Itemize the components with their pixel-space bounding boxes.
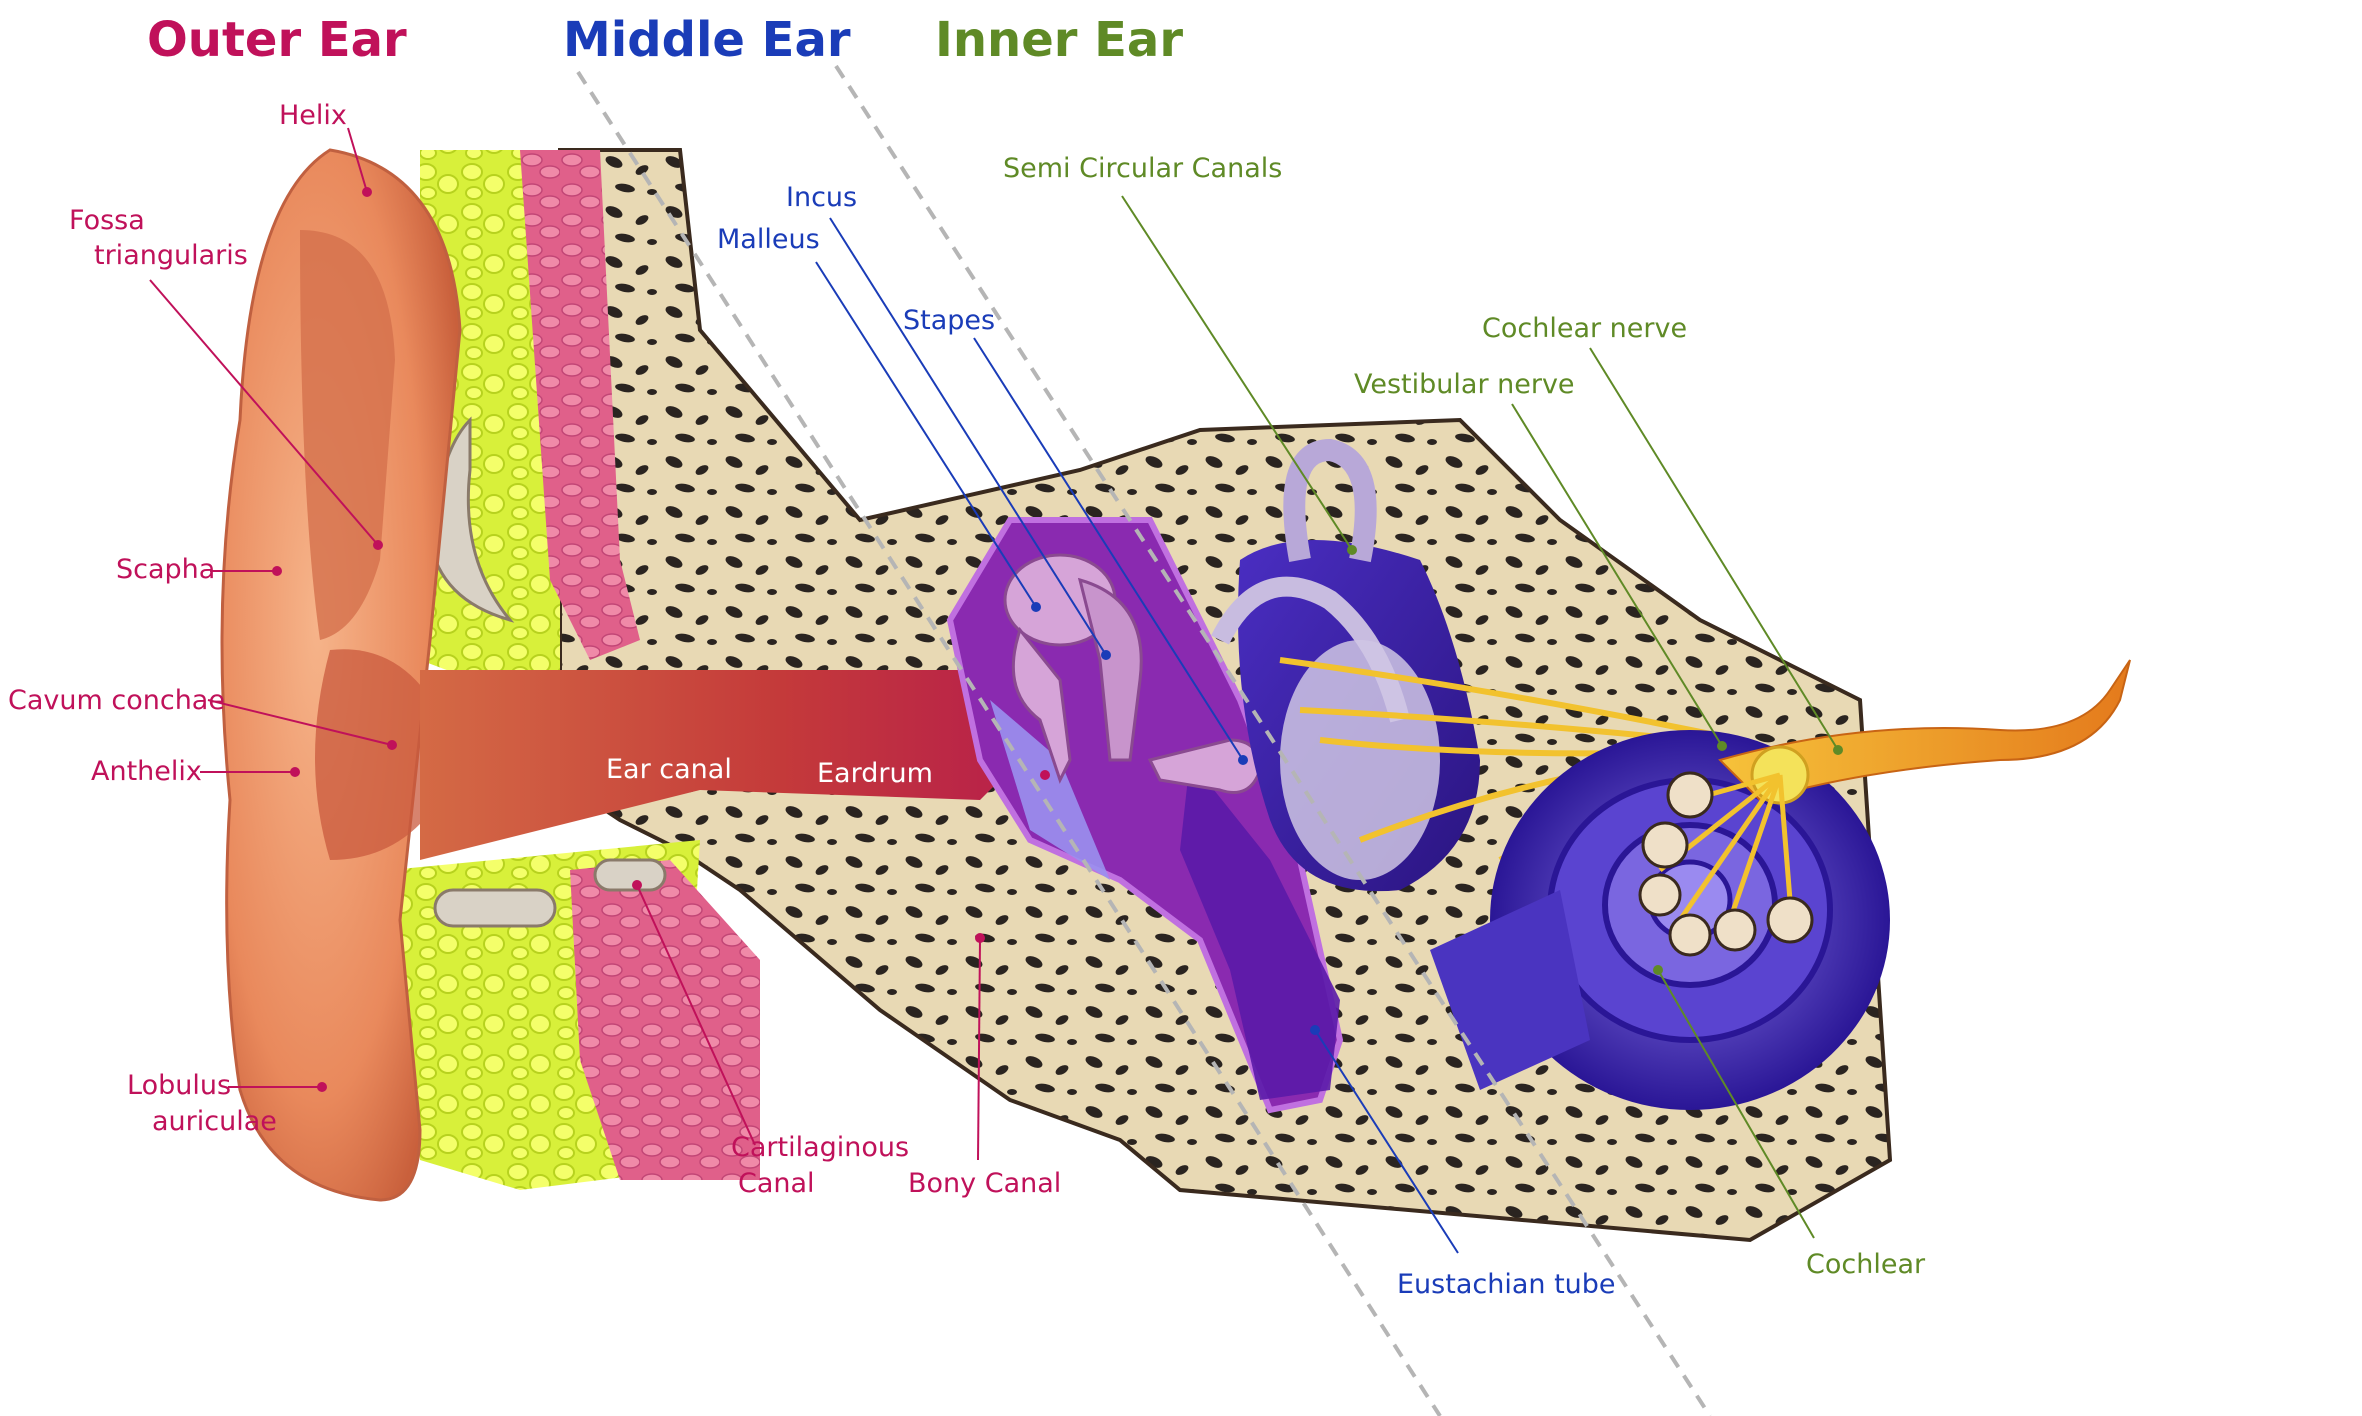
divider-middle-inner <box>834 64 1712 1416</box>
label-eardrum: Eardrum <box>817 758 933 789</box>
semicircular-canal-loop <box>1283 438 1377 563</box>
lower-muscle-layer <box>570 860 760 1180</box>
incus-bone <box>1077 577 1143 762</box>
label-vestibular-nerve: Vestibular nerve <box>1354 369 1575 400</box>
label-cartilaginous-line1: Cartilaginous <box>731 1132 910 1163</box>
middle-ear-heading: Middle Ear <box>563 12 851 68</box>
label-ear-canal: Ear canal <box>606 754 732 785</box>
label-scapha: Scapha <box>116 554 216 585</box>
label-lobulus-line1: Lobulus <box>127 1070 232 1101</box>
inner-ear-heading: Inner Ear <box>935 12 1183 68</box>
middle-leader-dots <box>1031 602 1320 1035</box>
upper-muscle-layer <box>520 150 640 660</box>
label-bony-canal: Bony Canal <box>908 1168 1062 1199</box>
label-incus: Incus <box>786 182 858 213</box>
utricle <box>1280 640 1440 880</box>
cochlear-nerve-trunk <box>1718 659 2131 802</box>
label-helix: Helix <box>279 100 347 131</box>
label-fossa-line2: triangularis <box>94 240 248 271</box>
outer-leader-lines <box>149 127 981 1161</box>
label-cartilaginous-line2: Canal <box>738 1168 815 1199</box>
ear-canal <box>420 670 1020 860</box>
label-eustachian-tube: Eustachian tube <box>1397 1269 1616 1300</box>
inner-leader-dots <box>1347 545 1843 975</box>
malleus-handle <box>1011 626 1072 784</box>
eustachian-tube-shape <box>1180 760 1340 1100</box>
label-cochlear-nerve: Cochlear nerve <box>1482 313 1688 344</box>
label-cavum-conchae: Cavum conchae <box>8 685 225 716</box>
label-semi-circular-canals: Semi Circular Canals <box>1003 153 1283 184</box>
label-anthelix: Anthelix <box>91 756 202 787</box>
cartilage-lower-1 <box>433 888 557 928</box>
label-cochlear: Cochlear <box>1806 1249 1926 1280</box>
outer-ear-heading: Outer Ear <box>147 12 407 68</box>
label-stapes: Stapes <box>903 305 996 336</box>
inner-leader-lines <box>1121 195 1839 1239</box>
middle-leader-lines <box>815 217 1459 1254</box>
cartilage-lower-2 <box>593 858 667 892</box>
label-lobulus-line2: auriculae <box>152 1106 277 1137</box>
outer-leader-dots <box>272 187 1050 1092</box>
cochlear-nerve-fibers <box>1658 772 1793 922</box>
cochlea-tail <box>1430 890 1590 1090</box>
cochlear-cross-sections <box>1638 771 1814 957</box>
label-fossa-line1: Fossa <box>69 205 145 236</box>
divider-outer-middle <box>576 70 1442 1416</box>
label-malleus: Malleus <box>717 224 820 255</box>
eardrum-membrane <box>990 700 1110 880</box>
